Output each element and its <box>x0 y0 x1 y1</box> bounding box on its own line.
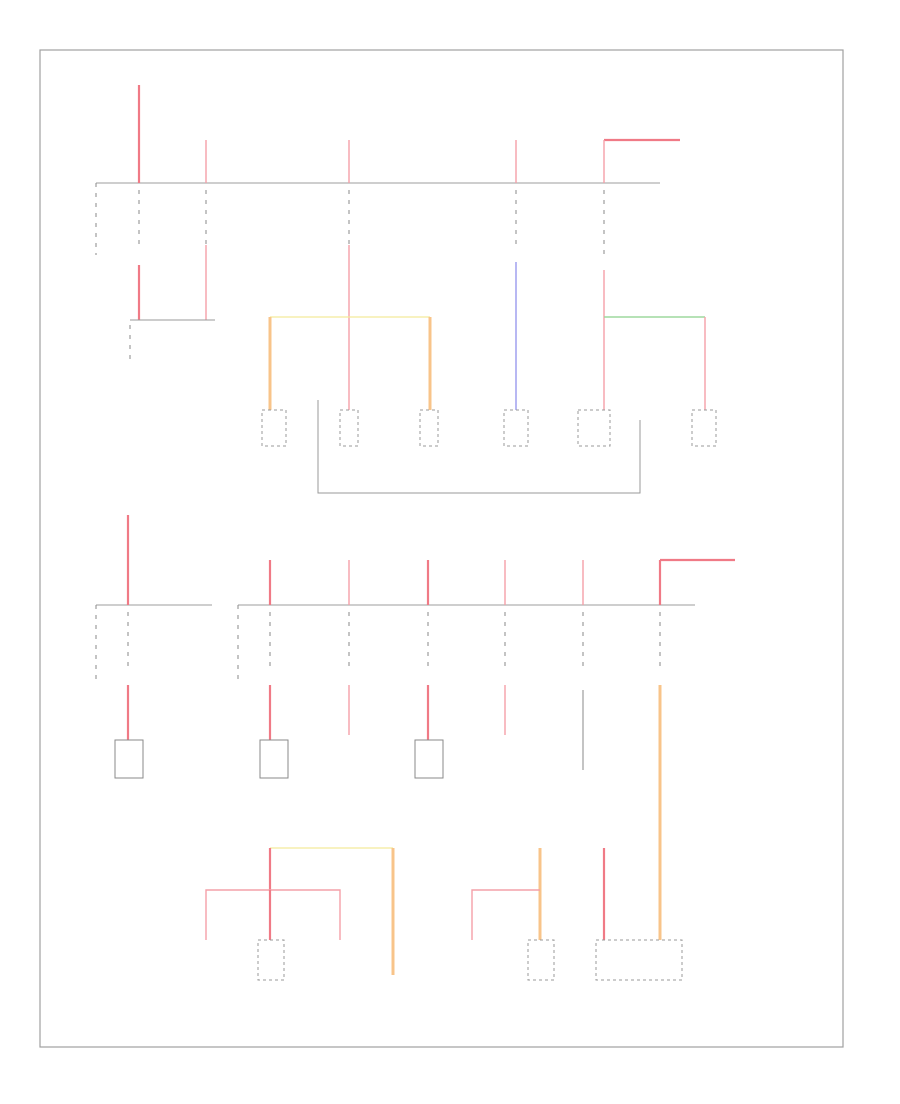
mid-component-4 <box>414 739 444 779</box>
bottom-component-1 <box>257 939 285 981</box>
mid-component-1 <box>114 739 144 779</box>
component-group-box <box>317 400 641 494</box>
component-top-3 <box>419 409 439 447</box>
mid-component-2 <box>259 739 289 779</box>
bottom-component-3 <box>595 939 683 981</box>
bottom-red-branch-b <box>471 889 540 940</box>
component-top-2 <box>339 409 359 447</box>
component-top-5 <box>577 409 611 447</box>
diagram-frame <box>39 49 844 1048</box>
component-top-6 <box>691 409 717 447</box>
bottom-component-2 <box>527 939 555 981</box>
component-top-4 <box>503 409 529 447</box>
component-top-1 <box>261 409 287 447</box>
bottom-red-branch-a <box>205 889 341 940</box>
